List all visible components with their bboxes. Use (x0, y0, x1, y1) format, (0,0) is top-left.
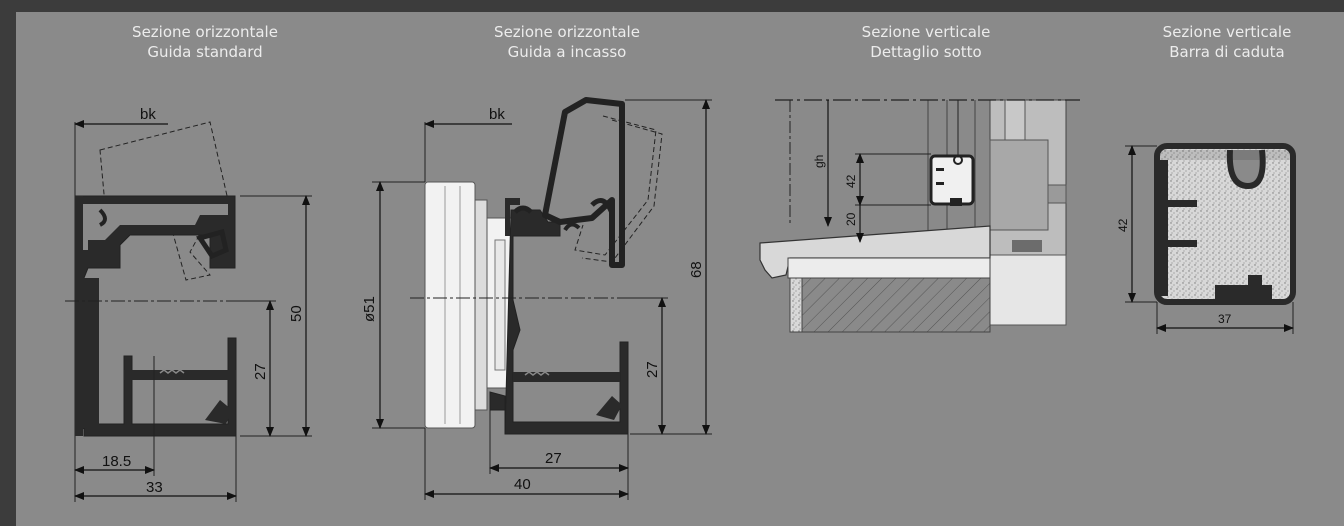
dim-42: 42 (844, 174, 858, 188)
title-line2: Guida a incasso (507, 43, 627, 61)
title-line2: Dettaglio sotto (870, 43, 982, 61)
dim-18-5: 18.5 (102, 453, 131, 470)
title-line1: Sezione orizzontale (132, 23, 278, 41)
title-guida-incasso: Sezione orizzontale Guida a incasso (437, 22, 697, 62)
title-line1: Sezione verticale (861, 23, 991, 41)
dim-20: 20 (844, 212, 858, 226)
dim-27: 27 (252, 363, 269, 380)
title-guida-standard: Sezione orizzontale Guida standard (75, 22, 335, 62)
dim-33: 33 (146, 479, 163, 496)
drawing-panel (16, 12, 1344, 526)
dim-gh: gh (812, 155, 826, 168)
section-guida-standard: bk 50 27 18.5 33 (65, 106, 312, 502)
section-barra-caduta: 42 37 (1116, 143, 1296, 334)
title-line2: Barra di caduta (1169, 43, 1285, 61)
dim-27-w: 27 (545, 450, 562, 467)
title-line1: Sezione orizzontale (494, 23, 640, 41)
dim-37: 37 (1218, 312, 1232, 326)
dim-dia-51: ø51 (361, 296, 378, 322)
dim-27: 27 (644, 361, 661, 378)
dim-50: 50 (288, 305, 305, 322)
title-dettaglio-sotto: Sezione verticale Dettaglio sotto (796, 22, 1056, 62)
section-dettaglio-sotto: gh 42 20 (759, 99, 1080, 333)
title-line1: Sezione verticale (1162, 23, 1292, 41)
title-barra-caduta: Sezione verticale Barra di caduta (1097, 22, 1344, 62)
title-line2: Guida standard (147, 43, 263, 61)
dim-bk: bk (489, 106, 505, 123)
dim-40: 40 (514, 476, 531, 493)
section-guida-incasso: bk ø51 68 27 27 40 (361, 97, 712, 500)
dim-68: 68 (688, 261, 705, 278)
dim-42: 42 (1116, 218, 1130, 232)
dim-bk: bk (140, 106, 156, 123)
